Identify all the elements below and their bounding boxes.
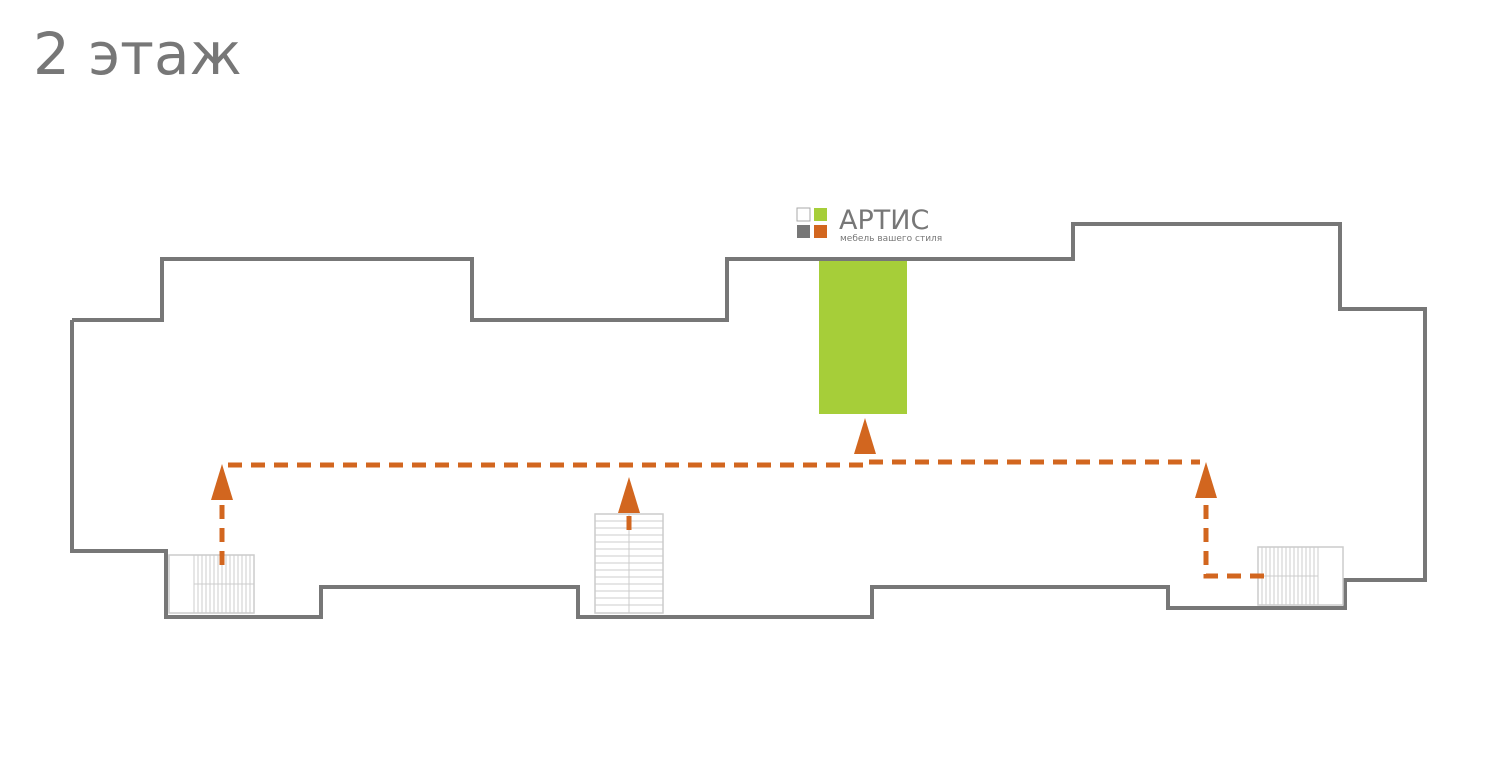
route-main-horizontal [228,459,1200,468]
route-right-l [1203,496,1264,579]
store-name: АРТИС [839,205,929,236]
dashed-route-arrow [618,477,640,513]
route-paths [219,459,1264,579]
dashed-route-arrow [211,464,233,500]
store-slogan: мебель вашего стиля [840,234,942,244]
floor-title: 2 этаж [33,20,242,88]
dashed-route-arrow [854,418,876,454]
building-outline [70,222,1427,619]
artis-store-area[interactable] [819,261,907,414]
artis-logo: АРТИС мебель вашего стиля [796,205,942,244]
route-arrows [211,418,1217,513]
escalator-icon [594,513,664,614]
stairs-icon [168,554,255,614]
stairs-icon [1257,546,1344,606]
dashed-route-arrow [1195,462,1217,498]
artis-logo-icon [796,207,827,238]
